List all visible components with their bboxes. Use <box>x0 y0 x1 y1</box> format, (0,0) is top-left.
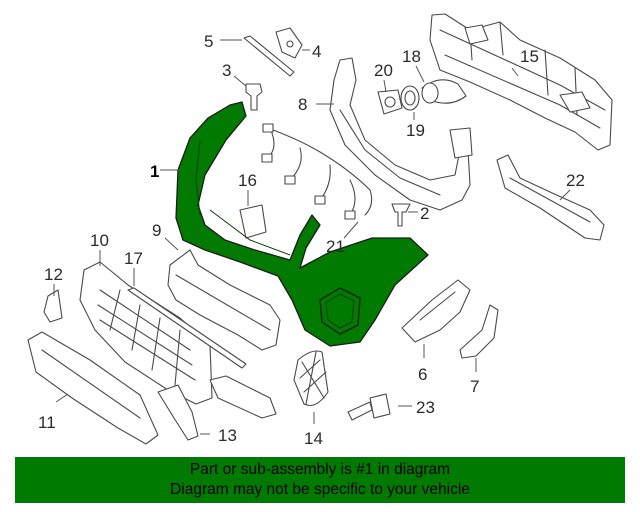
callout-8[interactable]: 8 <box>298 95 307 114</box>
part-14-fog-grille[interactable] <box>293 350 329 407</box>
callout-20[interactable]: 20 <box>374 61 393 80</box>
callout-14[interactable]: 14 <box>304 429 323 448</box>
callout-6[interactable]: 6 <box>418 365 427 384</box>
part-6-side-bracket[interactable] <box>401 279 471 343</box>
notice-banner: Part or sub-assembly is #1 in diagram Di… <box>15 457 625 503</box>
callout-17[interactable]: 17 <box>124 249 143 268</box>
part-2-push-pin[interactable] <box>391 203 411 227</box>
part-20-sensor-holder[interactable] <box>377 89 403 115</box>
part-18-parking-sensor[interactable] <box>421 79 467 104</box>
part-9-impact-absorber[interactable] <box>167 249 281 351</box>
callout-12[interactable]: 12 <box>44 265 63 284</box>
part-1-bumper-cover[interactable] <box>175 101 429 347</box>
part-5-strip[interactable] <box>243 35 295 77</box>
part-11-lower-grille[interactable] <box>27 331 159 445</box>
callout-2[interactable]: 2 <box>420 204 429 223</box>
part-22-support-brace[interactable] <box>496 154 605 241</box>
callout-22[interactable]: 22 <box>566 171 585 190</box>
part-21-wiring-harness[interactable] <box>261 123 373 220</box>
part-17-molding-strip[interactable] <box>127 287 247 369</box>
callout-23[interactable]: 23 <box>416 398 435 417</box>
callout-19[interactable]: 19 <box>406 121 425 140</box>
part-7-guide[interactable] <box>459 304 499 359</box>
part-10-grille[interactable] <box>79 261 213 405</box>
part-19-sensor-ring[interactable] <box>400 85 420 111</box>
exploded-parts-diagram: 1 2 3 4 5 6 7 8 9 10 11 12 13 14 15 16 1… <box>27 13 613 448</box>
callout-9[interactable]: 9 <box>152 221 161 240</box>
part-8-mounting-bracket[interactable] <box>329 57 473 211</box>
banner-line-2: Diagram may not be specific to your vehi… <box>170 481 470 498</box>
callout-15[interactable]: 15 <box>520 47 539 66</box>
callout-5[interactable]: 5 <box>204 32 213 51</box>
callout-7[interactable]: 7 <box>470 377 479 396</box>
part-15-reinforcement-beam[interactable] <box>429 13 613 151</box>
part-23-fog-lamp-socket[interactable] <box>347 393 391 421</box>
part-16-control-module[interactable] <box>239 204 267 239</box>
callout-4[interactable]: 4 <box>312 42 321 61</box>
callout-21[interactable]: 21 <box>326 237 345 256</box>
callout-16[interactable]: 16 <box>238 171 257 190</box>
callout-13[interactable]: 13 <box>218 426 237 445</box>
callout-18[interactable]: 18 <box>402 47 421 66</box>
part-13-bracket[interactable] <box>157 384 199 441</box>
callout-3[interactable]: 3 <box>222 61 231 80</box>
callout-11[interactable]: 11 <box>38 413 56 432</box>
part-3-screw[interactable] <box>245 83 263 111</box>
part-4-clip[interactable] <box>275 27 303 59</box>
callout-1[interactable]: 1 <box>150 162 159 181</box>
part-12-cover[interactable] <box>43 289 63 323</box>
lower-trim-bar <box>209 375 277 419</box>
banner-line-1: Part or sub-assembly is #1 in diagram <box>189 461 451 478</box>
leader-lines <box>53 39 571 435</box>
callout-10[interactable]: 10 <box>90 231 109 250</box>
